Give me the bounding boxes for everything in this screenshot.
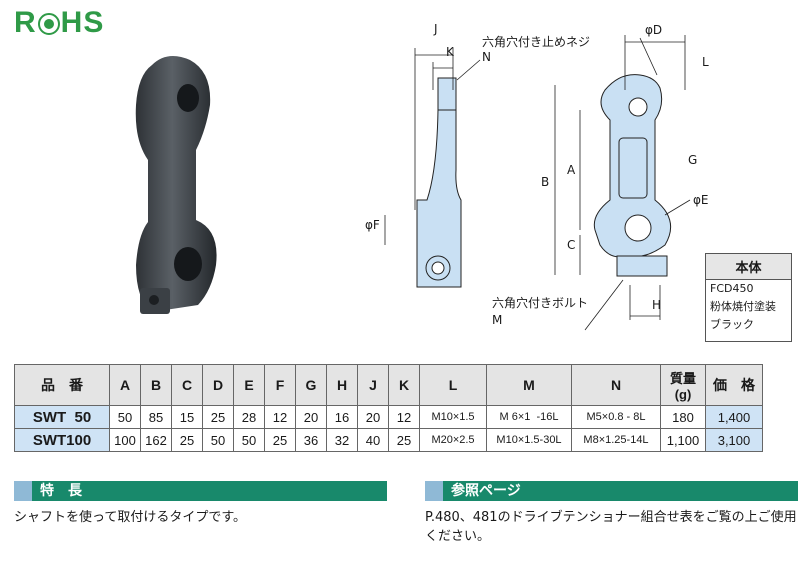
table-cell: 28 — [233, 405, 265, 429]
col-header: H — [326, 364, 358, 406]
col-header: N — [571, 364, 661, 406]
spec-table: 品 番 A B C D E F G H J K L M N 質量 (g) 価 格… — [14, 364, 763, 452]
table-row: SWT100 100 162 25 50 50 25 36 32 40 25 M… — [14, 428, 763, 452]
col-header: L — [419, 364, 487, 406]
model-cell: SWT100 — [14, 428, 110, 452]
table-row: SWT 50 50 85 15 25 28 12 20 16 20 12 M10… — [14, 405, 763, 429]
table-cell: 32 — [326, 428, 358, 452]
table-cell: 12 — [264, 405, 296, 429]
table-cell: M10×1.5-30L — [486, 428, 572, 452]
hex-bolt-label: 六角穴付きボルト — [492, 296, 589, 310]
hex-set-screw-label: 六角穴付き止めネジ — [482, 35, 591, 49]
square-icon — [14, 481, 32, 501]
col-header: C — [171, 364, 203, 406]
col-header: K — [388, 364, 420, 406]
col-header: M — [486, 364, 572, 406]
table-cell: 25 — [264, 428, 296, 452]
dim-g-label: G — [688, 153, 698, 167]
features-text: シャフトを使って取付けるタイプです。 — [14, 510, 247, 525]
table-cell: 85 — [140, 405, 172, 429]
col-header: 価 格 — [705, 364, 763, 406]
price-cell: 3,100 — [705, 428, 763, 452]
col-header: A — [109, 364, 141, 406]
table-cell: 36 — [295, 428, 327, 452]
table-cell: M5×0.8 - 8L — [571, 405, 661, 429]
price-cell: 1,400 — [705, 405, 763, 429]
dim-l-label: L — [702, 55, 709, 69]
dim-phie-label: φE — [693, 193, 709, 207]
dim-b-label: B — [541, 175, 550, 189]
material-box: 本体 FCD450 粉体焼付塗装 ブラック — [705, 253, 792, 342]
material-line: ブラック — [710, 318, 754, 331]
table-cell: 16 — [326, 405, 358, 429]
table-cell: 180 — [660, 405, 706, 429]
table-cell: 25 — [171, 428, 203, 452]
table-cell: 50 — [233, 428, 265, 452]
reference-heading: 参照ページ — [425, 481, 798, 501]
model-cell: SWT 50 — [14, 405, 110, 429]
col-header: 品 番 — [14, 364, 110, 406]
material-line: FCD450 — [710, 282, 754, 295]
table-cell: M 6×1 -16L — [486, 405, 572, 429]
table-cell: 12 — [388, 405, 420, 429]
dim-m-label: M — [492, 313, 503, 327]
features-heading: 特 長 — [14, 481, 387, 501]
dim-k-label: K — [446, 45, 454, 59]
material-line: 粉体焼付塗装 — [710, 300, 776, 313]
reference-text: P.480、481のドライブテンショナー組合せ表をご覧の上ご使用ください。 — [425, 510, 797, 544]
dim-h-label: H — [652, 298, 662, 312]
dim-a-label: A — [567, 163, 576, 177]
material-title: 本体 — [706, 254, 791, 280]
table-cell: 50 — [202, 428, 234, 452]
product-photo — [135, 56, 217, 314]
col-header: J — [357, 364, 389, 406]
col-header: E — [233, 364, 265, 406]
table-cell: M10×1.5 — [419, 405, 487, 429]
col-header: 質量 (g) — [660, 364, 706, 406]
col-header: F — [264, 364, 296, 406]
dim-phif-label: φF — [365, 218, 380, 232]
dimension-drawing — [384, 35, 691, 331]
dim-j-label: J — [434, 22, 438, 36]
col-header: D — [202, 364, 234, 406]
col-header: B — [140, 364, 172, 406]
table-cell: 1,100 — [660, 428, 706, 452]
dim-n-label: N — [482, 50, 491, 64]
table-cell: 20 — [357, 405, 389, 429]
table-cell: M8×1.25-14L — [571, 428, 661, 452]
col-header: G — [295, 364, 327, 406]
table-cell: 25 — [388, 428, 420, 452]
table-cell: 40 — [357, 428, 389, 452]
table-header-row: 品 番 A B C D E F G H J K L M N 質量 (g) 価 格 — [14, 364, 763, 406]
table-cell: 162 — [140, 428, 172, 452]
rohs-o-icon — [37, 13, 60, 35]
table-cell: 100 — [109, 428, 141, 452]
table-cell: 50 — [109, 405, 141, 429]
square-icon — [425, 481, 443, 501]
table-cell: 20 — [295, 405, 327, 429]
dim-c-label: C — [567, 238, 576, 252]
table-cell: 25 — [202, 405, 234, 429]
table-cell: 15 — [171, 405, 203, 429]
dim-phid-label: φD — [645, 23, 663, 37]
table-cell: M20×2.5 — [419, 428, 487, 452]
